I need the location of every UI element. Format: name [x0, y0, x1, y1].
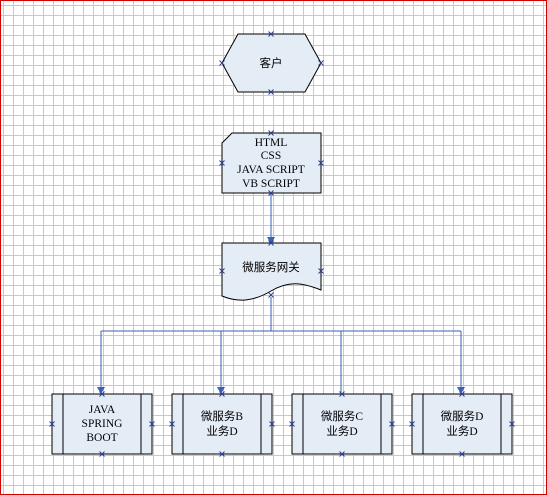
- service-c-box: [291, 393, 393, 455]
- node-service-c[interactable]: 微服务C 业务D: [291, 393, 393, 455]
- connection-point-marker: [219, 160, 225, 166]
- connection-point-marker: [268, 31, 274, 37]
- frontend-label-vbscript: VB SCRIPT: [242, 178, 300, 190]
- service-b-label-name: 微服务B: [201, 409, 243, 423]
- edge-gateway-service-d-arrow: [457, 387, 465, 394]
- edge-frontend-gateway-arrow: [267, 237, 275, 244]
- connection-point-marker: [318, 60, 324, 66]
- service-a-label-boot: BOOT: [86, 432, 117, 444]
- node-gateway[interactable]: 微服务网关: [221, 242, 322, 301]
- connection-point-marker: [219, 391, 225, 397]
- frontend-label-javascript: JAVA SCRIPT: [237, 164, 305, 176]
- node-service-a[interactable]: JAVA SPRING BOOT: [51, 393, 153, 455]
- gateway-label: 微服务网关: [242, 260, 300, 274]
- client-label: 客户: [260, 56, 283, 70]
- connection-point-marker: [268, 130, 274, 136]
- connection-point-marker: [268, 240, 274, 246]
- connection-point-marker: [318, 268, 324, 274]
- service-b-label-business: 业务D: [206, 424, 237, 438]
- service-d-box: [411, 393, 513, 455]
- connection-point-marker: [268, 190, 274, 196]
- connection-point-marker: [459, 391, 465, 397]
- connectors: [97, 193, 465, 423]
- connection-point-marker: [219, 451, 225, 457]
- connection-point-marker: [219, 60, 225, 66]
- connection-point-marker: [49, 421, 55, 427]
- service-b-box: [171, 393, 273, 455]
- connection-point-marker: [269, 421, 275, 427]
- connection-point-marker: [389, 421, 395, 427]
- connection-point-marker: [268, 292, 274, 298]
- connection-point-marker: [459, 451, 465, 457]
- connection-point-marker: [409, 421, 415, 427]
- node-service-d[interactable]: 微服务D 业务D: [411, 393, 513, 455]
- service-d-label-business: 业务D: [446, 424, 477, 438]
- connection-point-marker: [169, 421, 175, 427]
- node-service-b[interactable]: 微服务B 业务D: [171, 393, 273, 455]
- node-client[interactable]: 客户: [221, 33, 322, 93]
- connection-point-marker: [268, 89, 274, 95]
- connection-point-marker: [509, 421, 515, 427]
- service-d-label-name: 微服务D: [441, 409, 484, 423]
- connection-point-marker: [99, 391, 105, 397]
- connection-point-marker: [99, 451, 105, 457]
- frontend-label-css: CSS: [261, 150, 281, 162]
- edge-gateway-service-b-arrow: [217, 387, 225, 394]
- connection-point-marker: [339, 391, 345, 397]
- service-a-label-java: JAVA: [89, 404, 116, 416]
- connection-point-marker: [219, 268, 225, 274]
- service-a-label-spring: SPRING: [82, 418, 123, 430]
- edge-gateway-service-a-arrow: [97, 387, 105, 394]
- connection-points: [49, 31, 515, 457]
- service-c-label-name: 微服务C: [321, 409, 363, 423]
- connection-point-marker: [289, 421, 295, 427]
- connection-point-marker: [339, 451, 345, 457]
- service-c-label-business: 业务D: [326, 424, 357, 438]
- gateway-document: [221, 242, 322, 301]
- connection-point-marker: [318, 160, 324, 166]
- frontend-label-html: HTML: [255, 137, 288, 149]
- connection-point-marker: [149, 421, 155, 427]
- node-frontend[interactable]: HTML CSS JAVA SCRIPT VB SCRIPT: [221, 132, 322, 194]
